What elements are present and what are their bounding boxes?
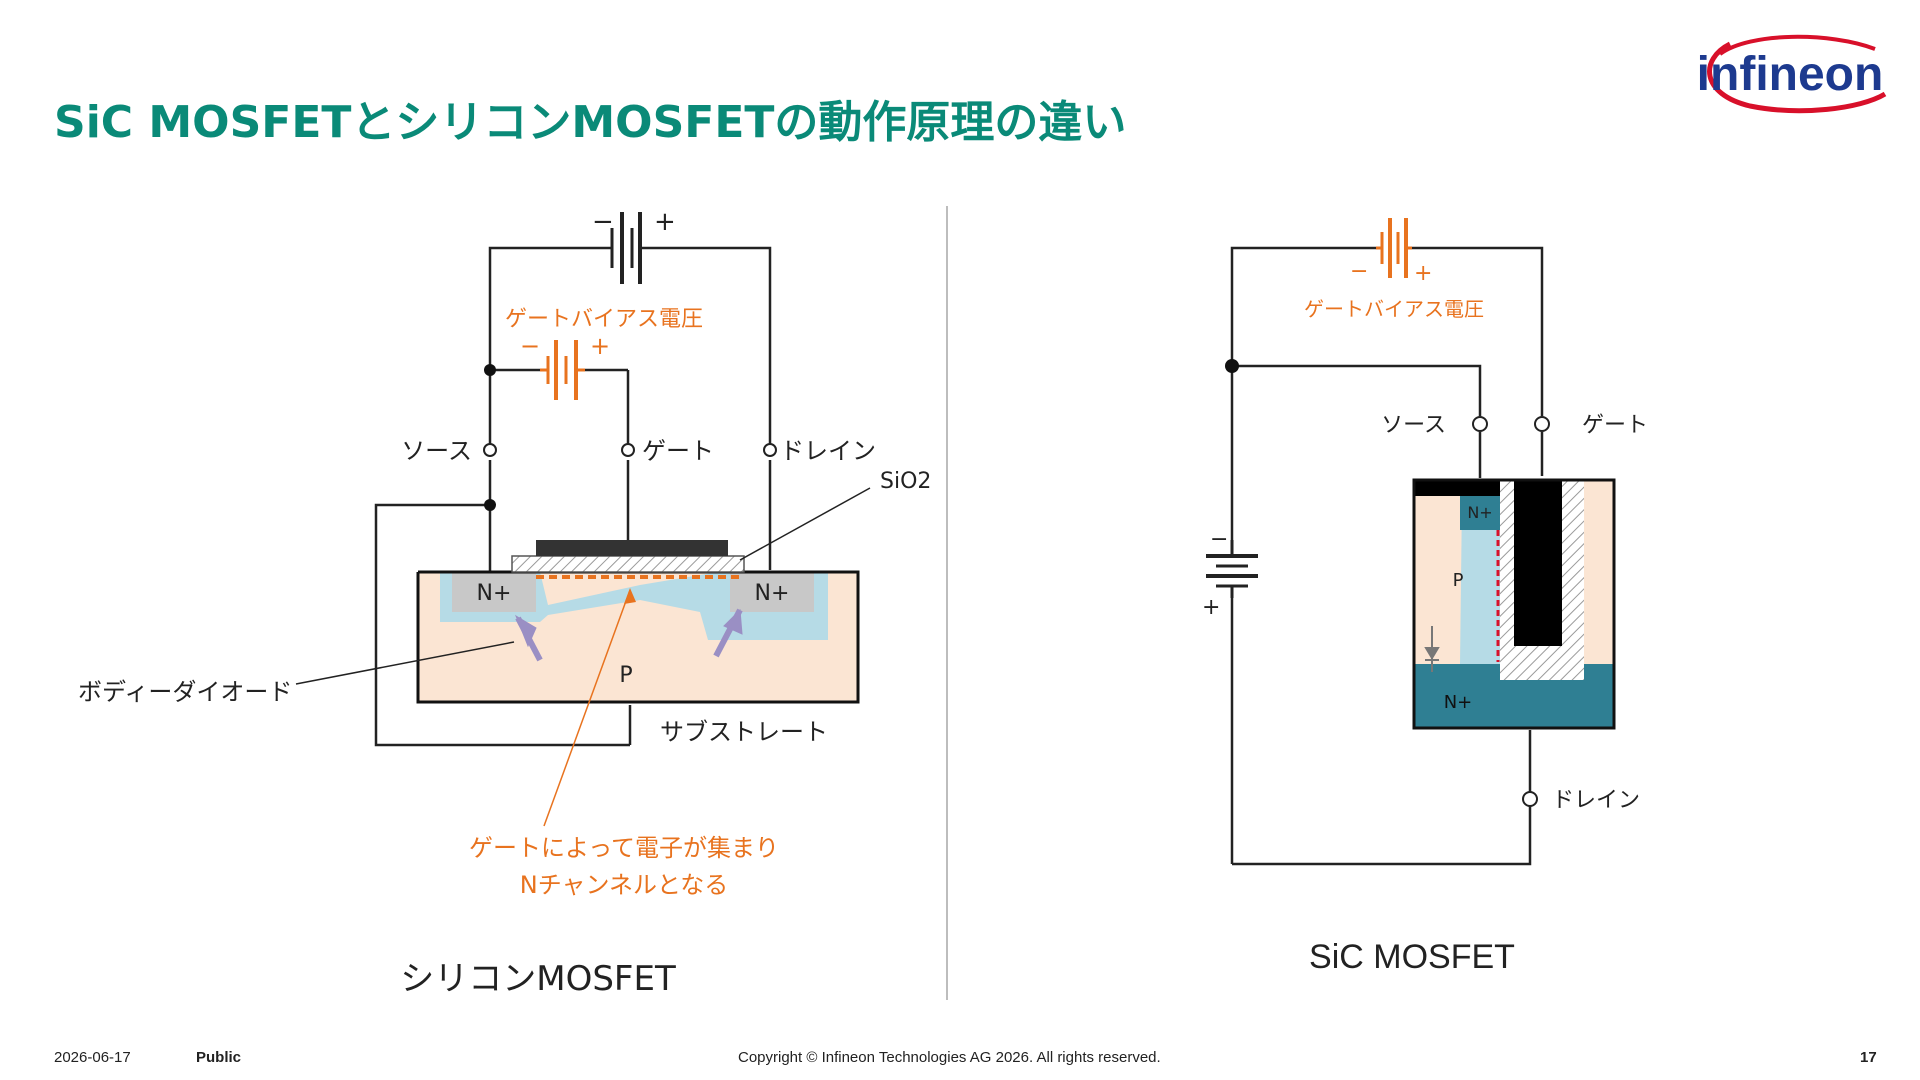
left-p-label: P xyxy=(619,663,632,688)
sio2-leader xyxy=(739,487,871,561)
silicon-mosfet-diagram: − + − + ゲートバイアス電圧 ソース ゲート ドレイン xyxy=(78,207,931,999)
source-terminal xyxy=(483,443,497,457)
note-arrowhead xyxy=(624,588,636,604)
left-drain-label: ドレイン xyxy=(780,437,876,465)
right-gate-battery xyxy=(1376,218,1412,278)
sic-n-plus-bottom-step xyxy=(1414,664,1528,684)
left-n-plus-left-label: N+ xyxy=(477,581,512,606)
right-source-label: ソース xyxy=(1381,413,1446,438)
body-diode-leader xyxy=(295,641,515,685)
footer-copyright: Copyright © Infineon Technologies AG 202… xyxy=(738,1049,1161,1066)
logo-text: infineon xyxy=(1697,48,1884,101)
infineon-logo: infineon xyxy=(1697,34,1887,114)
footer-page-number: 17 xyxy=(1860,1049,1877,1066)
right-gate-battery-minus: − xyxy=(1350,259,1368,284)
note-line-2: Nチャンネルとなる xyxy=(520,871,729,899)
body-diode-label: ボディーダイオード xyxy=(78,678,292,706)
right-gate-label: ゲート xyxy=(1582,413,1648,438)
sic-channel-region xyxy=(1460,498,1500,664)
junction-dot-bottom xyxy=(484,499,496,511)
right-gate-battery-plus: + xyxy=(1414,261,1432,286)
right-caption: SiC MOSFET xyxy=(1309,938,1515,976)
substrate-label: サブストレート xyxy=(660,718,828,746)
sic-body-diode-icon xyxy=(1424,626,1440,672)
left-caption: シリコンMOSFET xyxy=(400,959,676,999)
sic-n-plus-top-label: N+ xyxy=(1467,503,1492,522)
n-plus-right xyxy=(730,572,814,612)
center-divider xyxy=(946,206,948,1000)
right-junction-dot xyxy=(1225,359,1239,373)
right-drain-battery-plus: + xyxy=(1202,595,1220,620)
right-drain-label: ドレイン xyxy=(1552,788,1640,813)
footer-date: 2026-06-17 xyxy=(54,1049,131,1066)
gate-bias-battery xyxy=(540,340,585,400)
right-circuit-wires xyxy=(1230,246,1544,866)
note-leader xyxy=(543,589,631,827)
right-source-terminal xyxy=(1472,416,1488,432)
left-bias-label: ゲートバイアス電圧 xyxy=(505,307,703,332)
n-plus-left xyxy=(452,572,536,612)
sio2-label: SiO2 xyxy=(880,469,931,494)
right-bias-label: ゲートバイアス電圧 xyxy=(1304,297,1484,321)
sic-n-plus-bottom-label: N+ xyxy=(1444,692,1473,713)
right-drain-battery xyxy=(1206,540,1258,598)
sio2-layer xyxy=(511,555,745,573)
right-drain-terminal xyxy=(1522,791,1538,807)
page-title: SiC MOSFETとシリコンMOSFETの動作原理の違い xyxy=(54,97,1127,148)
gate-electrode xyxy=(536,540,728,556)
body-diode-right-icon xyxy=(713,608,743,658)
right-gate-terminal xyxy=(1534,416,1550,432)
gate-battery-minus: − xyxy=(520,332,540,360)
sic-p-label: P xyxy=(1453,570,1464,591)
footer-classification: Public xyxy=(196,1049,242,1066)
gate-terminal xyxy=(621,443,635,457)
drain-battery-plus: + xyxy=(654,207,676,237)
drain-battery-minus: − xyxy=(592,207,614,237)
sic-outline xyxy=(1412,478,1616,730)
sic-n-plus-top xyxy=(1460,496,1500,530)
sic-mosfet-diagram: − + ゲートバイアス電圧 − + ソース ゲート ドレイン xyxy=(1202,218,1648,976)
junction-dot-top xyxy=(484,364,496,376)
sic-source-metal xyxy=(1414,480,1500,496)
drain-terminal xyxy=(763,443,777,457)
left-source-label: ソース xyxy=(401,437,472,465)
right-drain-battery-minus: − xyxy=(1210,527,1228,552)
note-line-1: ゲートによって電子が集まり xyxy=(469,834,779,862)
gate-battery-plus: + xyxy=(590,332,610,360)
body-diode-left-icon xyxy=(514,614,543,662)
left-n-plus-right-label: N+ xyxy=(755,581,790,606)
left-gate-label: ゲート xyxy=(642,437,714,465)
top-circuit-wires xyxy=(374,246,772,747)
drain-battery xyxy=(610,212,642,284)
sic-gate-trench xyxy=(1514,480,1562,646)
